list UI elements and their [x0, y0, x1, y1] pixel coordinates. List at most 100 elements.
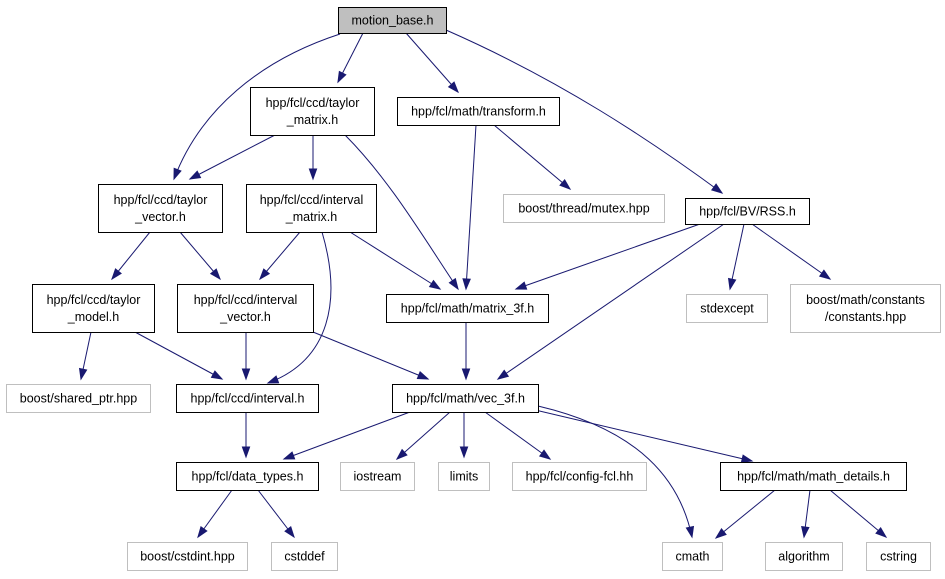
edge-line — [189, 134, 276, 180]
node-math-details[interactable]: hpp/fcl/math/math_details.h — [720, 462, 907, 491]
edge-arrowhead — [875, 526, 888, 538]
node-config-fcl: hpp/fcl/config-fcl.hh — [512, 462, 647, 491]
edge-line — [751, 223, 831, 280]
edge-arrowhead — [685, 525, 695, 539]
edge-math_details-to-algorithm — [801, 489, 811, 539]
node-box — [98, 184, 223, 233]
node-label: hpp/fcl/config-fcl.hh — [526, 470, 634, 484]
node-label: hpp/fcl/data_types.h — [192, 470, 304, 484]
edge-line — [465, 124, 477, 290]
edge-line — [537, 405, 693, 538]
node-label: algorithm — [778, 550, 829, 564]
edge-motion_base-to-taylor_matrix — [337, 32, 364, 84]
edge-rss-to-vec_3f — [496, 223, 725, 380]
node-box — [6, 384, 151, 413]
node-label: hpp/fcl/ccd/interval — [194, 293, 298, 307]
node-label: cstddef — [284, 550, 325, 564]
edge-arrowhead — [284, 526, 295, 539]
node-transform[interactable]: hpp/fcl/math/transform.h — [397, 97, 560, 126]
edge-arrowhead — [459, 446, 469, 459]
node-label: boost/cstdint.hpp — [140, 550, 235, 564]
node-interval[interactable]: hpp/fcl/ccd/interval.h — [176, 384, 319, 413]
edge-interval_matrix-to-matrix_3f — [349, 231, 442, 290]
node-box — [250, 87, 375, 136]
node-label: boost/math/constants — [806, 293, 925, 307]
edge-line — [405, 32, 459, 93]
edge-arrowhead — [241, 368, 251, 381]
node-matrix-3f[interactable]: hpp/fcl/math/matrix_3f.h — [386, 294, 549, 323]
edge-arrowhead — [209, 268, 221, 281]
edge-line — [715, 489, 776, 539]
edge-line — [497, 223, 725, 380]
edge-line — [445, 29, 723, 194]
edge-vec_3f-to-cmath — [537, 405, 695, 539]
node-label: boost/thread/mutex.hpp — [518, 202, 649, 216]
edge-arrowhead — [462, 278, 471, 291]
edge-arrowhead — [241, 446, 251, 459]
edge-line — [349, 231, 441, 290]
node-label: hpp/fcl/ccd/interval.h — [191, 392, 305, 406]
edge-arrowhead — [308, 168, 318, 181]
node-box — [720, 462, 907, 491]
node-data-types[interactable]: hpp/fcl/data_types.h — [176, 462, 319, 491]
node-interval-matrix[interactable]: hpp/fcl/ccd/interval_matrix.h — [246, 184, 377, 233]
edge-line — [515, 223, 701, 290]
edge-matrix_3f-to-vec_3f — [461, 322, 471, 381]
edge-taylor_vector-to-taylor_model — [111, 231, 151, 281]
nodes-layer: motion_base.h hpp/fcl/ccd/taylor_matrix.h… — [6, 7, 941, 571]
edge-taylor_matrix-to-taylor_vector — [188, 134, 276, 180]
node-motion-base[interactable]: motion_base.h — [338, 7, 447, 34]
edge-interval-to-data_types — [241, 412, 251, 459]
node-box — [176, 384, 319, 413]
edge-line — [267, 231, 332, 384]
node-label: _model.h — [67, 310, 119, 324]
edge-arrowhead — [428, 279, 442, 290]
node-taylor-matrix[interactable]: hpp/fcl/ccd/taylor_matrix.h — [250, 87, 375, 136]
edge-math_details-to-cmath — [714, 489, 776, 539]
node-label: hpp/fcl/math/vec_3f.h — [406, 392, 525, 406]
edge-vec_3f-to-data_types — [282, 411, 411, 460]
edge-line — [729, 223, 745, 290]
edge-arrowhead — [514, 281, 528, 290]
node-label: /constants.hpp — [825, 310, 906, 324]
node-box — [271, 542, 338, 571]
node-label: _vector.h — [219, 310, 271, 324]
edge-arrowhead — [448, 277, 459, 291]
edges-layer — [78, 29, 888, 539]
node-taylor-model[interactable]: hpp/fcl/ccd/taylor_model.h — [32, 284, 155, 333]
node-label: hpp/fcl/ccd/taylor — [266, 96, 360, 110]
node-vec-3f[interactable]: hpp/fcl/math/vec_3f.h — [392, 384, 539, 413]
node-label: hpp/fcl/ccd/taylor — [114, 193, 208, 207]
node-label: hpp/fcl/math/matrix_3f.h — [401, 302, 534, 316]
edge-taylor_matrix-to-matrix_3f — [344, 134, 459, 291]
edge-arrowhead — [395, 448, 408, 460]
edge-vec_3f-to-math_details — [513, 404, 754, 463]
node-interval-vector[interactable]: hpp/fcl/ccd/interval _vector.h — [177, 284, 314, 333]
edge-data_types-to-cstddef — [257, 489, 295, 539]
node-box — [176, 462, 319, 491]
edge-motion_base-to-transform — [405, 32, 459, 94]
node-box — [338, 7, 447, 34]
edge-arrowhead — [173, 167, 182, 181]
edge-motion_base-to-taylor_vector — [173, 33, 341, 181]
node-box — [32, 284, 155, 333]
node-box — [246, 184, 377, 233]
node-box — [438, 462, 490, 491]
node-label: limits — [450, 470, 478, 484]
node-rss[interactable]: hpp/fcl/BV/RSS.h — [685, 198, 810, 225]
edge-vec_3f-to-config_fcl — [484, 411, 552, 460]
edge-line — [513, 404, 753, 462]
edge-line — [312, 331, 429, 380]
node-label: hpp/fcl/math/transform.h — [411, 105, 546, 119]
node-box — [512, 462, 647, 491]
node-taylor-vector[interactable]: hpp/fcl/ccd/taylor_vector.h — [98, 184, 223, 233]
node-box — [662, 542, 723, 571]
node-label: stdexcept — [700, 302, 754, 316]
edge-arrowhead — [801, 526, 810, 539]
node-label: hpp/fcl/ccd/interval — [260, 193, 364, 207]
node-box — [340, 462, 415, 491]
edge-transform-to-matrix_3f — [462, 124, 477, 291]
edge-arrowhead — [111, 268, 122, 281]
edge-interval_vector-to-interval — [241, 332, 251, 381]
